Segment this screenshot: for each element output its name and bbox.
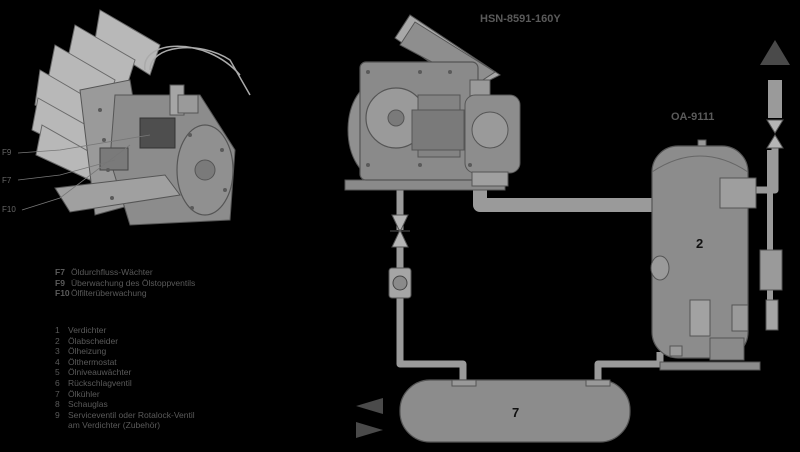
legend-num: F9 [55,277,65,288]
legend-row: am Verdichter (Zubehör) [55,420,195,431]
legend-num: 8 [55,399,60,410]
compressor [344,14,521,191]
oil-cooler [399,379,631,443]
legend-text: Ölheizung [68,346,107,357]
legend-num: 1 [55,325,60,335]
legend-num: 4 [55,356,60,367]
legend-text: Schauglas [68,399,108,410]
legend-monitoring: F7 Öldurchfluss-Wächter F9 Überwachung des… [55,267,195,299]
legend-row: 5 Ölniveauwächter [55,367,195,378]
legend-text: Serviceventil oder Rotalock-Ventil [68,409,195,420]
legend-text: Verdichter [68,325,107,335]
legend-row: 1 Verdichter [55,325,195,336]
legend-text: Ölabscheider [68,335,119,346]
legend-row: 8 Schauglas [55,399,195,410]
separator-tag: 2 [696,236,703,251]
check-valve [766,119,784,149]
compressor-perspective-view [17,9,251,226]
callout-f7: F7 [2,176,12,185]
legend-row: 4 Ölthermostat [55,357,195,368]
compressor-model-label: HSN-8591-160Y [480,13,561,25]
service-valve [390,214,410,248]
legend-text: Ölfilterüberwachung [71,288,147,299]
callout-f10: F10 [2,205,16,214]
separator-model-label: OA-9111 [671,111,714,123]
cooler-tag: 7 [512,405,519,420]
legend-text: Überwachung des Ölstoppventils [71,277,196,288]
legend-text: Öldurchfluss-Wächter [71,267,153,277]
callout-f9: F9 [2,148,12,157]
legend-num: 9 [55,409,60,420]
legend-text: Ölthermostat [68,356,117,367]
legend-row: 7 Ölkühler [55,389,195,400]
legend-num: 3 [55,346,60,357]
oil-separator [650,139,783,371]
arrow-right-icon [356,422,383,438]
legend-text: am Verdichter (Zubehör) [68,420,161,431]
legend-row: F9 Überwachung des Ölstoppventils [55,278,195,289]
legend-num: F10 [55,288,70,299]
legend-row: F7 Öldurchfluss-Wächter [55,267,195,278]
sight-glass [388,267,412,299]
legend-num: 7 [55,388,60,399]
legend-num: F7 [55,267,65,277]
legend-row: 3 Ölheizung [55,346,195,357]
legend-text: Ölniveauwächter [68,367,132,378]
legend-num: 6 [55,377,60,388]
arrow-up-icon [760,40,790,65]
legend-row: 6 Rückschlagventil [55,378,195,389]
legend-text: Ölkühler [68,388,100,399]
legend-row: 2 Ölabscheider [55,336,195,347]
legend-row: 9 Serviceventil oder Rotalock-Ventil [55,410,195,421]
legend-num: 2 [55,335,60,346]
legend-num: 5 [55,367,60,378]
legend-text: Rückschlagventil [68,377,132,388]
legend-num [55,420,68,431]
arrow-left-icon [356,398,383,414]
